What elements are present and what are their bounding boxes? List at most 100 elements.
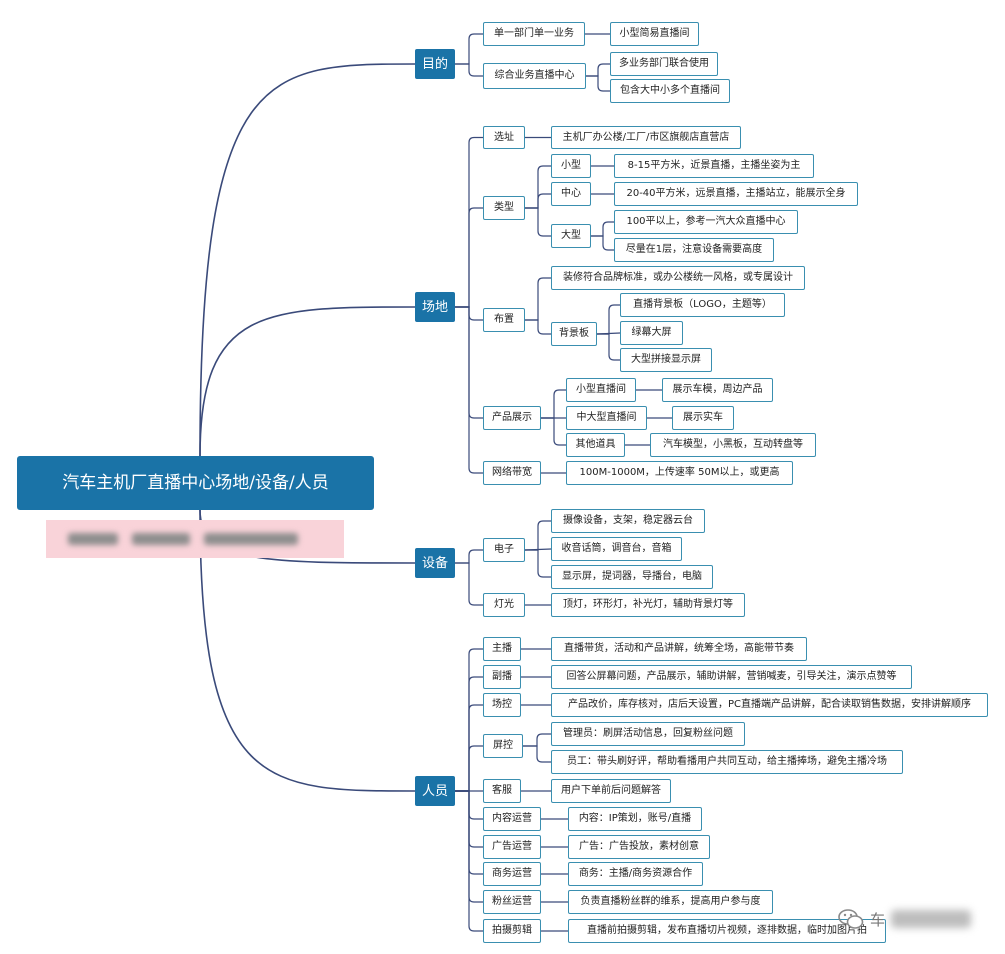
connector-node-chanpin-2: [540, 417, 567, 446]
node-daxing: 大型: [551, 224, 591, 248]
node-beijing-1: 直播背景板（LOGO，主题等）: [620, 293, 785, 317]
node-dengguang-1: 顶灯，环形灯，补光灯，辅助背景灯等: [551, 593, 745, 617]
connector-node-changdi-4: [454, 306, 484, 474]
connector-node-dianzi-0: [524, 520, 552, 551]
node-neirong-detail: 内容：IP策划，账号/直播: [568, 807, 702, 831]
node-pingkong-1: 管理员：刷屏活动信息，回复粉丝问题: [551, 722, 745, 746]
connector-node-leixing-1: [524, 193, 552, 209]
connector-node-beijingban-0: [596, 304, 621, 335]
connector-node-shebei-1: [454, 562, 484, 606]
connector-node-buzhi-0: [524, 277, 552, 321]
blurred-caption: [46, 520, 344, 558]
node-qita-detail: 汽车模型，小黑板，互动转盘等: [650, 433, 816, 457]
node-xuanzhi-detail: 主机厂办公楼/工厂/市区旗舰店直营店: [551, 126, 741, 149]
node-mudi: 目的: [415, 49, 455, 79]
connector-node-beijingban-2: [596, 333, 621, 361]
node-dengguang: 灯光: [483, 593, 525, 617]
node-changdi: 场地: [415, 292, 455, 322]
connector-node-daxing-0: [590, 221, 615, 237]
connector-node-renyuan-2: [454, 704, 484, 792]
connector-node-pingkong-1: [522, 745, 552, 763]
node-beijing-3: 大型拼接显示屏: [620, 348, 712, 372]
node-wangluo-detail: 100M-1000M，上传速率 50M以上，或更高: [566, 461, 793, 485]
node-zhongxin: 中心: [551, 182, 591, 206]
node-danyi: 单一部门单一业务: [483, 22, 585, 46]
node-fensi-detail: 负责直播粉丝群的维系，提高用户参与度: [568, 890, 773, 914]
node-shangwu: 商务运营: [483, 862, 541, 886]
node-xiaoxing: 小型: [551, 154, 591, 178]
node-fensi: 粉丝运营: [483, 890, 541, 914]
watermark-blur: [891, 910, 972, 928]
node-renyuan: 人员: [415, 776, 455, 806]
node-neirong: 内容运营: [483, 807, 541, 831]
node-paishe-detail: 直播前拍摄剪辑，发布直播切片视频，逐排数据，临时加图片拍: [568, 919, 886, 943]
node-dianzi: 电子: [483, 538, 525, 562]
node-dianzi-2: 收音话筒，调音台，音箱: [551, 537, 682, 561]
node-zhuangxiu: 装修符合品牌标准，或办公楼统一风格，或专属设计: [551, 266, 805, 290]
node-duoyewu: 多业务部门联合使用: [610, 52, 718, 76]
connector-node-pingkong-0: [522, 733, 552, 747]
connector-node-dianzi-2: [524, 549, 552, 578]
node-xiaoxingzb: 小型直播间: [566, 378, 636, 402]
node-zhongda-detail: 展示实车: [672, 406, 734, 430]
node-shebei: 设备: [415, 548, 455, 578]
node-kefu-detail: 用户下单前后问题解答: [551, 779, 671, 803]
connector-node-renyuan-9: [454, 790, 484, 932]
connector-node-changdi-1: [454, 207, 484, 308]
watermark-text: 车: [870, 910, 886, 929]
node-xiaoxing-detail: 8-15平方米，近景直播，主播坐姿为主: [614, 154, 814, 178]
node-changkong: 场控: [483, 693, 521, 717]
node-paishe: 拍摄剪辑: [483, 919, 541, 943]
node-leixing: 类型: [483, 196, 525, 220]
node-fubo: 副播: [483, 665, 521, 689]
node-zhongxin-detail: 20-40平方米，远景直播，主播站立，能展示全身: [614, 182, 858, 206]
node-guanggao-detail: 广告：广告投放，素材创意: [568, 835, 710, 859]
connector-node-zonghe-1: [585, 75, 611, 92]
node-xiaoxing-zhibojian: 小型简易直播间: [610, 22, 699, 46]
node-zonghe: 综合业务直播中心: [483, 63, 586, 89]
watermark: 车: [838, 908, 972, 930]
connector-node-chanpin-0: [540, 389, 567, 419]
root-node: 汽车主机厂直播中心场地/设备/人员: [17, 456, 374, 510]
connector-node-changdi-0: [454, 136, 484, 308]
node-fubo-detail: 回答公屏幕问题，产品展示，辅助讲解，营销喊麦，引导关注，演示点赞等: [551, 665, 912, 689]
node-daxing-detail-2: 尽量在1层，注意设备需要高度: [614, 238, 774, 262]
node-changkong-detail: 产品改价，库存核对，店后天设置，PC直播端产品讲解，配合读取销售数据，安排讲解顺…: [551, 693, 988, 717]
node-shangwu-detail: 商务：主播/商务资源合作: [568, 862, 703, 886]
connector-node-shebei-0: [454, 549, 484, 564]
connector-node-mudi: [199, 63, 416, 457]
node-beijing-2: 绿幕大屏: [620, 321, 683, 345]
connector-node-renyuan: [199, 509, 416, 792]
connector-node-leixing-2: [524, 207, 552, 237]
node-daxing-detail-1: 100平以上，参考一汽大众直播中心: [614, 210, 798, 234]
node-chanpin: 产品展示: [483, 406, 541, 430]
connector-node-changdi: [199, 306, 416, 457]
node-pingkong: 屏控: [483, 734, 523, 758]
node-baohan: 包含大中小多个直播间: [610, 79, 730, 103]
connector-node-leixing-0: [524, 165, 552, 209]
connector-node-buzhi-1: [524, 319, 552, 335]
connector-node-renyuan-0: [454, 648, 484, 792]
node-xuanzhi: 选址: [483, 126, 525, 149]
node-dianzi-1: 摄像设备，支架，稳定器云台: [551, 509, 705, 533]
node-zhubo-detail: 直播带货，活动和产品讲解，统筹全场，高能带节奏: [551, 637, 807, 661]
node-guanggao: 广告运营: [483, 835, 541, 859]
node-beijingban: 背景板: [551, 322, 597, 346]
node-wangluo: 网络带宽: [483, 461, 541, 485]
node-kefu: 客服: [483, 779, 521, 803]
connector-node-renyuan-1: [454, 676, 484, 792]
node-buzhi: 布置: [483, 308, 525, 332]
node-zhubo: 主播: [483, 637, 521, 661]
connector-node-renyuan-3: [454, 745, 484, 792]
wechat-icon: [838, 909, 864, 929]
node-dianzi-3: 显示屏，提词器，导播台，电脑: [551, 565, 713, 589]
connector-node-mudi-0: [454, 33, 484, 65]
connector-node-daxing-1: [590, 235, 615, 251]
connector-node-mudi-1: [454, 63, 484, 77]
node-xiaoxingzb-detail: 展示车模，周边产品: [662, 378, 773, 402]
node-zhongda: 中大型直播间: [566, 406, 647, 430]
node-qita: 其他道具: [566, 433, 625, 457]
node-pingkong-2: 员工：带头刷好评，帮助看播用户共同互动，给主播捧场，避免主播冷场: [551, 750, 903, 774]
connector-node-zonghe-0: [585, 63, 611, 77]
